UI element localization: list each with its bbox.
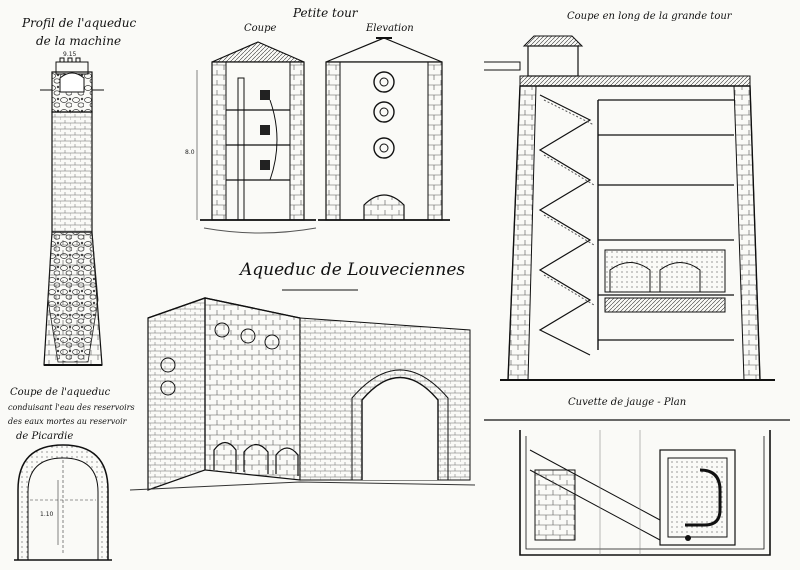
- petite-tour-coupe-drawing: [200, 41, 317, 234]
- cuvette-plan-drawing: [484, 419, 790, 556]
- coupe-aqueduc-line3: des eaux mortes au reservoir: [8, 417, 127, 426]
- grande-tour-title: Coupe en long de la grande tour: [567, 11, 732, 22]
- elevation-label: Elevation: [366, 23, 414, 34]
- petite-tour-title: Petite tour: [293, 6, 358, 20]
- coupe-aqueduc-line1: Coupe de l'aqueduc: [10, 387, 111, 398]
- profil-aqueduc-drawing: [40, 57, 104, 366]
- perspective-view-drawing: [129, 297, 476, 491]
- dimension-section-label: 1.10: [40, 511, 54, 518]
- coupe-aqueduc-line2: conduisant l'eau des reservoirs: [8, 403, 135, 412]
- coupe-aqueduc-line4: de Picardie: [16, 431, 74, 442]
- profil-title-line1: Profil de l'aqueduc: [22, 16, 137, 30]
- grande-tour-coupe-drawing: [484, 35, 775, 381]
- main-title: Aqueduc de Louveciennes: [240, 260, 466, 280]
- profil-title-line2: de la machine: [36, 34, 122, 48]
- dimension-petite-label: 8.0: [185, 149, 195, 156]
- dimension-top-label: 9.15: [63, 51, 77, 58]
- petite-tour-elevation-drawing: [318, 37, 450, 221]
- coupe-label: Coupe: [244, 23, 277, 34]
- coupe-aqueduc-drawing: [14, 444, 112, 561]
- cuvette-title: Cuvette de jauge - Plan: [568, 397, 687, 408]
